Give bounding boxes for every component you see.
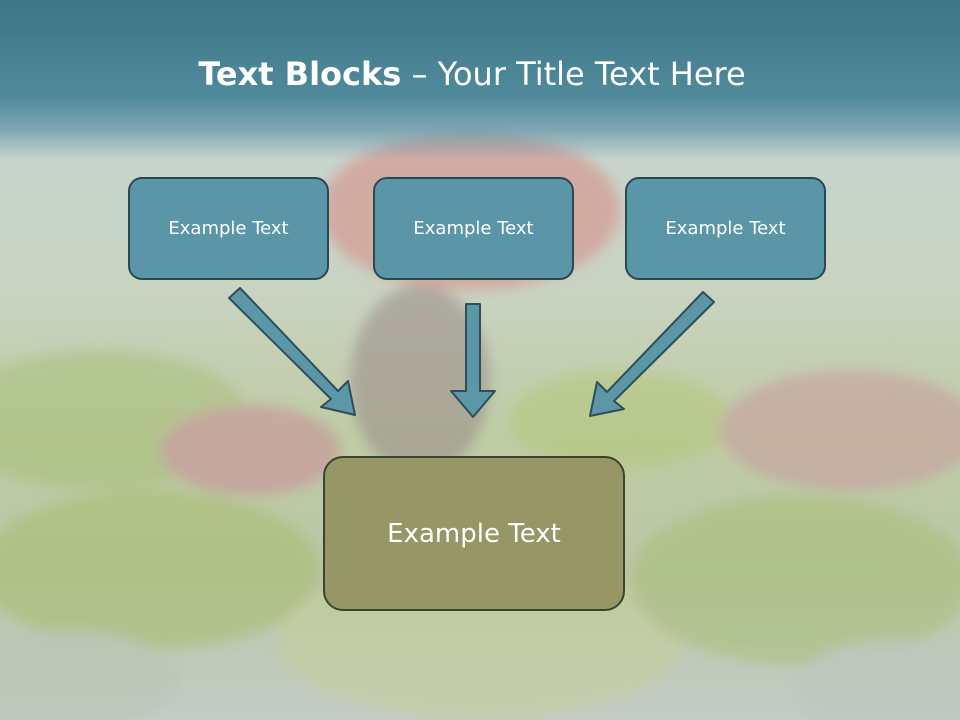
- text-block-3[interactable]: Example Text: [625, 177, 826, 280]
- title-regular: Your Title Text Here: [437, 55, 746, 93]
- arrow-center: [450, 303, 496, 418]
- title-band: [0, 0, 960, 160]
- title-bold: Text Blocks: [198, 55, 402, 93]
- text-block-2-label: Example Text: [413, 218, 534, 239]
- text-block-3-label: Example Text: [665, 218, 786, 239]
- text-block-1[interactable]: Example Text: [128, 177, 329, 280]
- title-separator: –: [401, 55, 438, 93]
- arrow-left: [228, 287, 356, 416]
- figure-shape: [350, 285, 490, 475]
- slide-title: Text Blocks – Your Title Text Here: [0, 52, 944, 96]
- result-block-label: Example Text: [387, 518, 561, 549]
- result-block[interactable]: Example Text: [323, 456, 625, 611]
- text-block-2[interactable]: Example Text: [373, 177, 574, 280]
- arrow-right: [589, 291, 715, 417]
- text-block-1-label: Example Text: [168, 218, 289, 239]
